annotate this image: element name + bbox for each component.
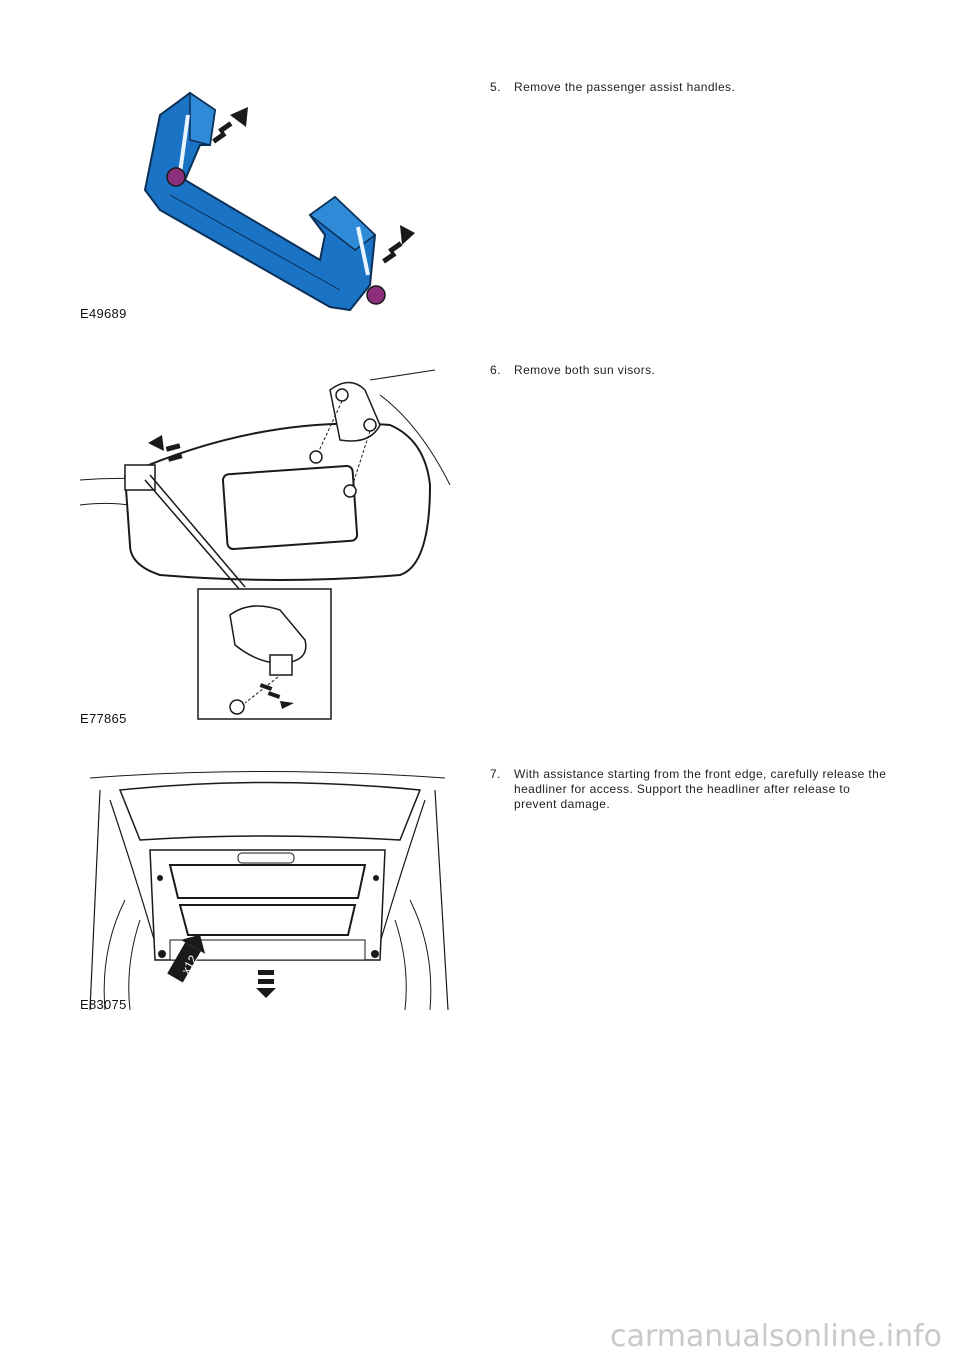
sun-visor-figure bbox=[80, 369, 451, 720]
step-text: Remove both sun visors. bbox=[514, 363, 656, 377]
headliner-figure: x12 bbox=[89, 771, 449, 1010]
step-number: 5. bbox=[490, 80, 501, 94]
watermark: carmanualsonline.info bbox=[610, 1319, 942, 1354]
step-number: 7. bbox=[490, 767, 501, 781]
figure-id: E83075 bbox=[80, 997, 127, 1012]
step-number: 6. bbox=[490, 363, 501, 377]
step-text: With assistance starting from the front … bbox=[514, 767, 887, 811]
step-text: Remove the passenger assist handles. bbox=[514, 80, 736, 94]
figure-id: E77865 bbox=[80, 711, 127, 726]
assist-handle-figure bbox=[143, 91, 415, 312]
figure-id: E49689 bbox=[80, 306, 127, 321]
